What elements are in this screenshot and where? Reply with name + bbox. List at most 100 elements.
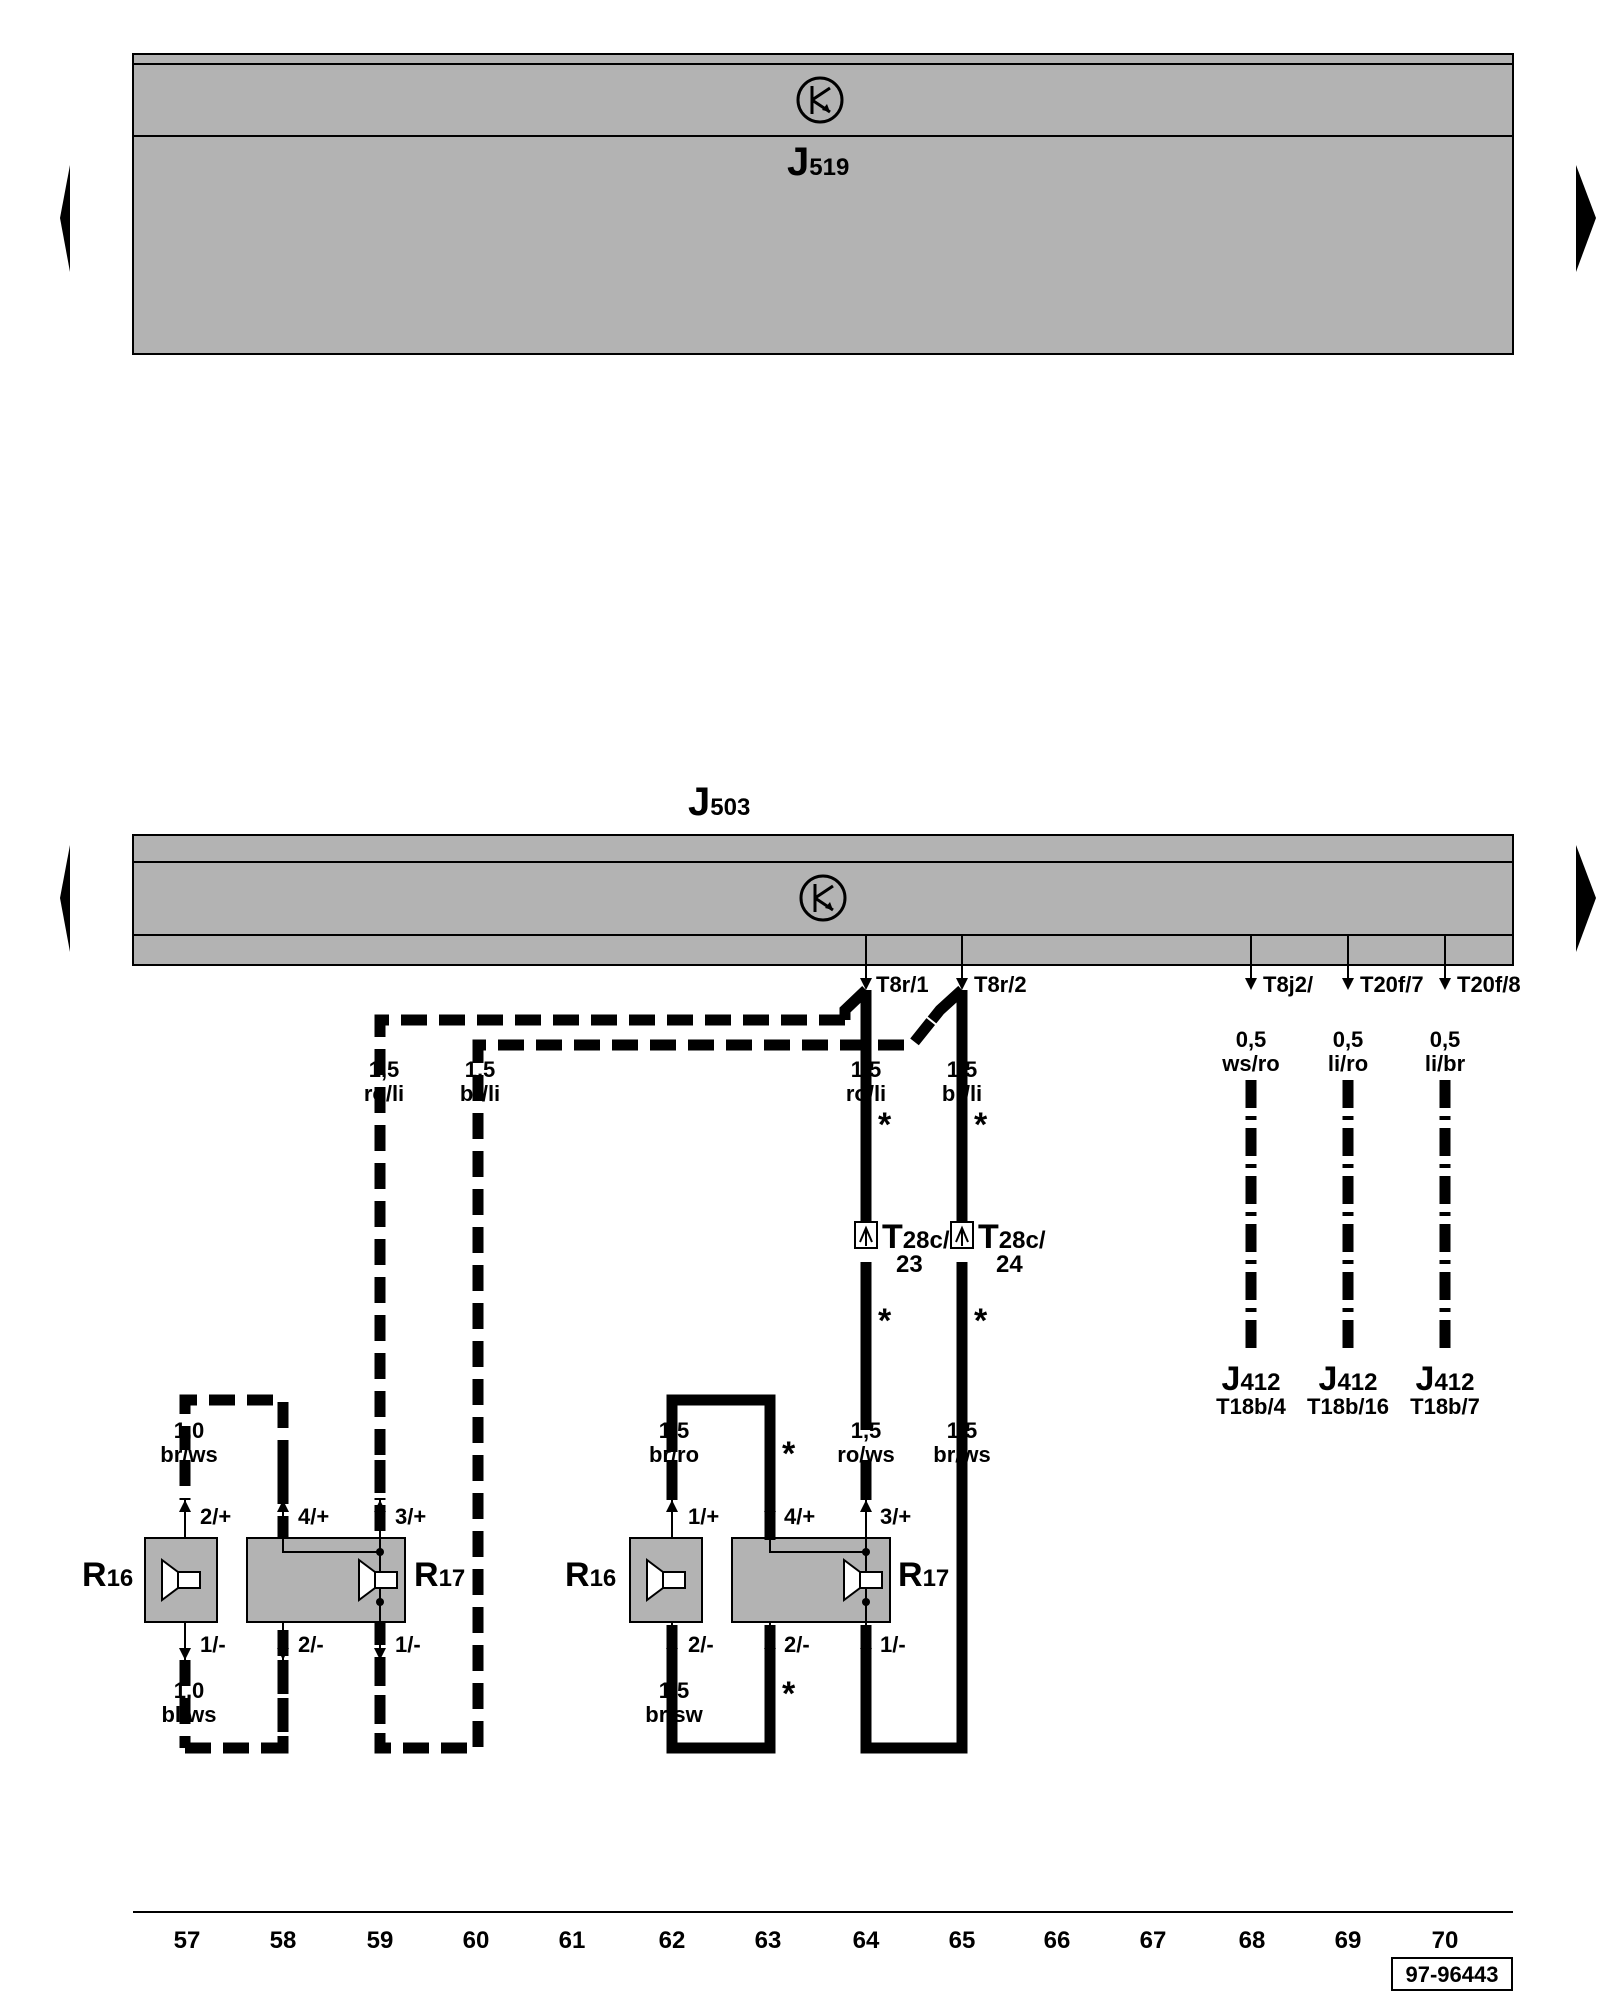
pin-label: T8j2/ [1263,972,1313,997]
speaker-group-left: R16 R17 2/+ 4/+ 3/+ 1/- [82,1460,465,1748]
speaker-pin: 3/+ [395,1504,426,1529]
module-j519-label: J519 [787,140,849,184]
pin-label: T8r/1 [876,972,929,997]
svg-text:J412: J412 [1222,1360,1281,1398]
speaker-pin: 1/- [880,1632,906,1657]
star-marker: * [782,1675,796,1713]
wire-size: 0,5 [1430,1027,1461,1052]
pin-label: T20f/7 [1360,972,1424,997]
connector-t28c-24: T28c/ 24 [950,1218,1046,1278]
speaker-pin: 2/- [784,1632,810,1657]
connector-t28c-23: T28c/ 23 [854,1218,950,1278]
speaker-label-r17: R17 [898,1556,949,1594]
speaker-pin: 2/+ [200,1504,231,1529]
column-number: 58 [270,1927,297,1954]
pin-stubs [865,935,1446,985]
prev-page-arrow-bottom[interactable] [60,845,70,952]
connector-pin: 24 [996,1251,1023,1278]
star-marker: * [974,1106,988,1144]
column-number: 64 [853,1927,880,1954]
speaker-pin: 4/+ [784,1504,815,1529]
wire-size: 1,0 [174,1678,205,1703]
speaker-label-r16: R16 [82,1556,133,1594]
speaker-group-right: R16 R17 1/+ 4/+ 3/+ 2/- 2/- 1/- [565,1460,949,1660]
column-number: 69 [1335,1927,1362,1954]
svg-text:T18b/16: T18b/16 [1307,1394,1389,1419]
wire-color: br/ws [933,1442,990,1467]
speaker-pin: 2/- [298,1632,324,1657]
column-number: 62 [659,1927,686,1954]
wire-size: 1,5 [947,1057,978,1082]
wire-color: bl/ws [161,1702,216,1727]
svg-text:T18b/7: T18b/7 [1410,1394,1480,1419]
wire-color: br/li [942,1081,982,1106]
next-page-arrow-top[interactable] [1576,165,1596,272]
control-unit-icon [799,874,847,922]
connector-pin: 23 [896,1251,923,1278]
document-reference: 97-96443 [1391,1957,1513,1991]
wire-size: 1,5 [369,1057,400,1082]
dashed-wires [179,1014,937,1754]
star-marker: * [878,1106,892,1144]
svg-text:T18b/4: T18b/4 [1216,1394,1286,1419]
prev-page-arrow-top[interactable] [60,165,70,272]
solid-wires [666,985,968,1754]
column-number: 67 [1140,1927,1167,1954]
column-number: 59 [367,1927,394,1954]
connector-label: T28c/ [978,1218,1046,1256]
svg-text:J412: J412 [1319,1360,1378,1398]
speaker-r16-right [629,1537,703,1623]
wire-size: 1,5 [465,1057,496,1082]
pin-arrows [860,978,1451,990]
wire-color: ro/li [846,1081,886,1106]
wire-size: 1,5 [851,1057,882,1082]
speaker-pin: 1/- [395,1632,421,1657]
column-numbers: 57 58 59 60 61 62 63 64 65 66 67 68 69 7… [174,1927,1459,1954]
doc-ref-number: 97-96443 [1406,1962,1499,1987]
column-number: 70 [1432,1927,1459,1954]
wire-size: 1,0 [174,1418,205,1443]
wire-color: ro/li [364,1081,404,1106]
speaker-icon [161,1558,201,1602]
wire-color: li/br [1425,1051,1466,1076]
column-number: 60 [463,1927,490,1954]
speaker-label-r17: R17 [414,1556,465,1594]
speaker-icon [646,1558,686,1602]
dash-dot-wires [1245,1080,1451,1350]
speaker-pin: 1/- [200,1632,226,1657]
speaker-pin: 1/+ [688,1504,719,1529]
speaker-r17-left [246,1537,406,1623]
wire-labels: 1,5 ro/li 1,5 br/li 1,5 ro/li 1,5 br/li … [160,1027,1465,1727]
module-j519: J519 [132,53,1514,355]
module-j503-label: J503 [688,780,750,824]
speaker-icon [843,1558,883,1602]
speaker-r17-right [731,1537,891,1623]
wire-size: 1,5 [947,1418,978,1443]
pin-label: T20f/8 [1457,972,1521,997]
next-page-arrow-bottom[interactable] [1576,845,1596,952]
star-marker: * [878,1302,892,1340]
wire-color: br/sw [645,1702,703,1727]
connector-label: T28c/ [882,1218,950,1256]
star-marker: * [782,1435,796,1473]
column-number: 65 [949,1927,976,1954]
speaker-pin: 3/+ [880,1504,911,1529]
column-number: 66 [1044,1927,1071,1954]
wire-size: 1,5 [851,1418,882,1443]
column-number: 63 [755,1927,782,1954]
wire-color: br/li [460,1081,500,1106]
wire-size: 0,5 [1333,1027,1364,1052]
column-number: 68 [1239,1927,1266,1954]
module-j503 [132,834,1514,966]
optional-markers: * * * * * * [782,1106,988,1713]
wire-size: 0,5 [1236,1027,1267,1052]
speaker-r16-left [144,1537,218,1623]
speaker-pin: 2/- [688,1632,714,1657]
star-marker: * [974,1302,988,1340]
wire-color: ws/ro [1221,1051,1279,1076]
wire-size: 1,5 [659,1678,690,1703]
receiver-j412: J412 T18b/4 J412 T18b/16 J412 T18b/7 [1216,1360,1480,1419]
speaker-pin: 4/+ [298,1504,329,1529]
column-number: 57 [174,1927,201,1954]
